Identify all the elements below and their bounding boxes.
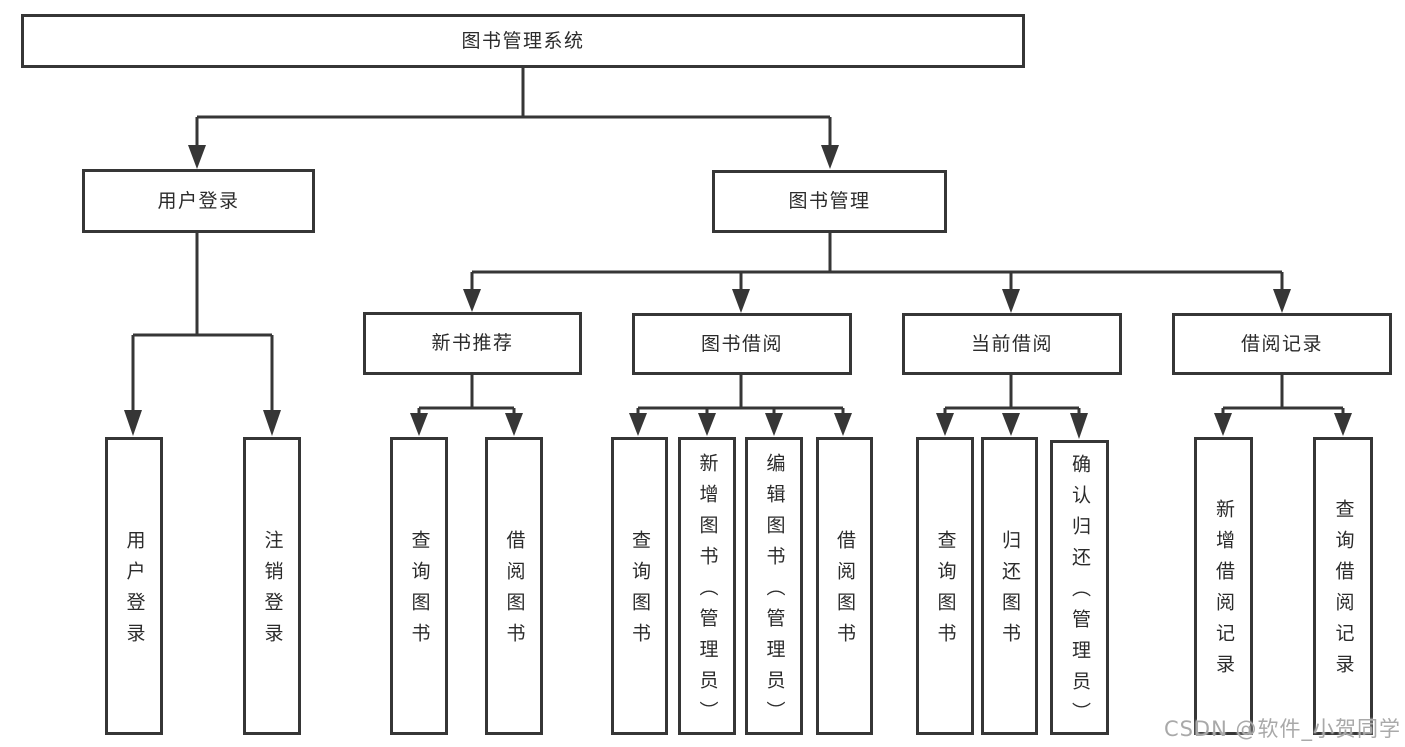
connector-line xyxy=(195,68,832,146)
arrowhead-icon xyxy=(821,145,839,169)
csdn-watermark: CSDN @软件_小贺同学 xyxy=(1163,717,1401,741)
leaf-query-books-recommend: 查询图书 xyxy=(390,437,448,735)
node-label: 注销登录 xyxy=(261,530,284,654)
node-root: 图书管理系统 xyxy=(21,14,1025,68)
arrowhead-icon xyxy=(629,413,647,436)
arrowhead-icon xyxy=(936,413,954,436)
node-label: 新书推荐 xyxy=(431,332,514,354)
node-label: 新增图书（管理员） xyxy=(696,452,719,732)
node-label: 图书管理 xyxy=(788,190,871,212)
node-label: 借阅图书 xyxy=(834,530,856,654)
leaf-edit-book-admin: 编辑图书（管理员） xyxy=(745,437,803,735)
leaf-borrow-books-borrowing: 借阅图书 xyxy=(816,437,873,735)
node-label: 查询借阅记录 xyxy=(1332,499,1355,685)
node-label: 图书管理系统 xyxy=(461,29,585,52)
arrowhead-icon xyxy=(1002,289,1020,313)
node-label: 确认归还（管理员） xyxy=(1069,454,1091,733)
leaf-user-login: 用户登录 xyxy=(105,437,163,735)
node-label: 新增借阅记录 xyxy=(1213,499,1235,685)
node-label: 查询图书 xyxy=(934,530,957,654)
arrowhead-icon xyxy=(1273,289,1291,313)
arrowhead-icon xyxy=(732,289,750,313)
node-label: 借阅记录 xyxy=(1240,332,1323,355)
arrowhead-icon xyxy=(765,413,783,436)
arrowhead-icon xyxy=(1070,413,1088,439)
leaf-query-books-current: 查询图书 xyxy=(916,437,974,735)
connector-line xyxy=(417,374,516,414)
arrowhead-icon xyxy=(1214,413,1232,436)
node-label: 查询图书 xyxy=(629,530,651,654)
arrowhead-icon xyxy=(463,289,481,312)
leaf-return-book: 归还图书 xyxy=(981,437,1038,735)
arrowhead-icon xyxy=(1002,413,1020,436)
node-borrow-records: 借阅记录 xyxy=(1172,313,1392,375)
arrowhead-icon xyxy=(834,413,852,436)
node-label: 编辑图书（管理员） xyxy=(763,452,786,732)
arrowhead-icon xyxy=(124,410,142,436)
leaf-add-book-admin: 新增图书（管理员） xyxy=(678,437,736,735)
node-current-borrowing: 当前借阅 xyxy=(902,313,1122,375)
connector-line xyxy=(636,375,845,414)
node-label: 用户登录 xyxy=(157,189,240,212)
leaf-borrow-books-recommend: 借阅图书 xyxy=(485,437,543,735)
leaf-add-borrow-record: 新增借阅记录 xyxy=(1194,437,1253,735)
connector-line xyxy=(943,375,1081,414)
node-label: 图书借阅 xyxy=(700,332,783,355)
node-label: 用户登录 xyxy=(123,530,146,654)
connector-line xyxy=(131,233,274,411)
leaf-logout: 注销登录 xyxy=(243,437,301,735)
node-label: 当前借阅 xyxy=(970,332,1053,355)
leaf-query-books-borrowing: 查询图书 xyxy=(611,437,668,735)
node-book-management: 图书管理 xyxy=(712,170,947,233)
connector-line xyxy=(1221,374,1345,414)
node-label: 归还图书 xyxy=(999,530,1021,654)
arrowhead-icon xyxy=(188,145,206,169)
arrowhead-icon xyxy=(410,413,428,436)
node-book-borrowing: 图书借阅 xyxy=(632,313,852,375)
leaf-query-borrow-record: 查询借阅记录 xyxy=(1313,437,1373,735)
arrowhead-icon xyxy=(1334,413,1352,436)
connector-line xyxy=(470,233,1284,290)
leaf-confirm-return-admin: 确认归还（管理员） xyxy=(1050,440,1109,735)
arrowhead-icon xyxy=(263,410,281,436)
node-label: 借阅图书 xyxy=(503,530,526,654)
node-new-book-recommend: 新书推荐 xyxy=(363,312,582,375)
arrowhead-icon xyxy=(698,413,716,436)
arrowhead-icon xyxy=(505,413,523,436)
node-label: 查询图书 xyxy=(408,530,431,654)
node-user-login: 用户登录 xyxy=(82,169,315,233)
